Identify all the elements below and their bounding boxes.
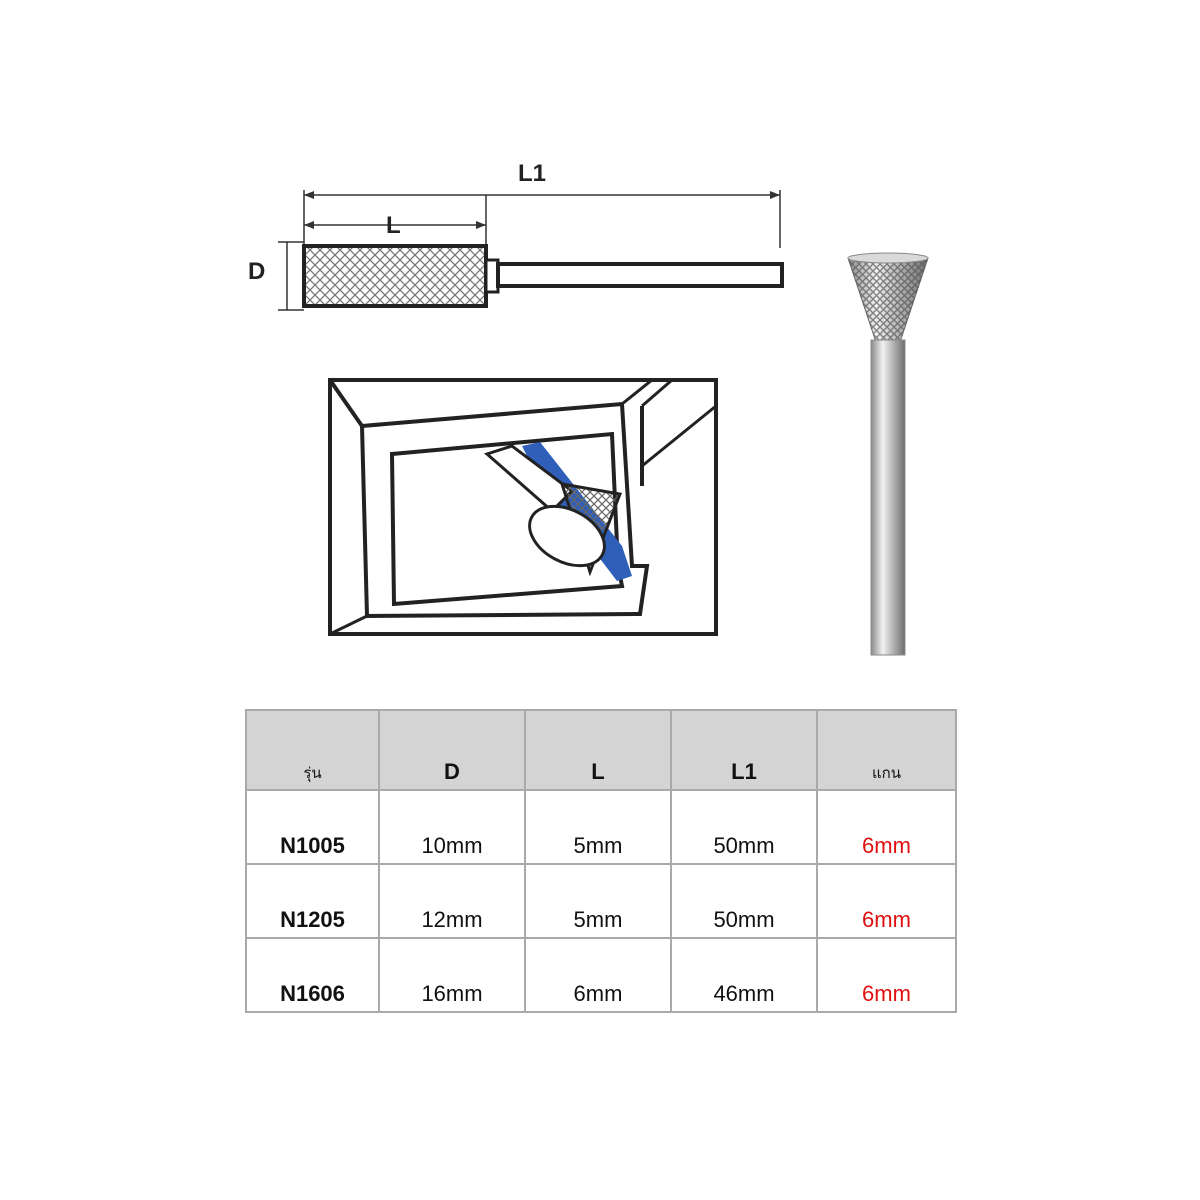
cell-l: 5mm: [524, 863, 672, 939]
spec-table: รุ่น D L L1 แกน N1005 10mm 5mm 50mm 6mm …: [245, 709, 957, 1013]
header-l: L: [524, 709, 672, 791]
header-shank: แกน: [816, 709, 957, 791]
cell-model: N1005: [245, 789, 380, 865]
shank-drawing: [496, 262, 784, 288]
table-header-row: รุ่น D L L1 แกน: [245, 709, 957, 791]
cell-l: 5mm: [524, 789, 672, 865]
header-model: รุ่น: [245, 709, 380, 791]
d-label: D: [248, 258, 266, 285]
dimension-drawing: [278, 190, 784, 311]
header-d: D: [378, 709, 526, 791]
cell-shank: 6mm: [816, 789, 957, 865]
header-l1: L1: [670, 709, 818, 791]
cell-shank: 6mm: [816, 937, 957, 1013]
table-row: N1606 16mm 6mm 46mm 6mm: [245, 937, 957, 1013]
cell-l1: 50mm: [670, 863, 818, 939]
cell-d: 10mm: [378, 789, 526, 865]
cell-model: N1205: [245, 863, 380, 939]
l1-label: L1: [518, 160, 547, 187]
l-label: L: [386, 212, 401, 239]
table-row: N1005 10mm 5mm 50mm 6mm: [245, 789, 957, 865]
cell-model: N1606: [245, 937, 380, 1013]
cell-d: 12mm: [378, 863, 526, 939]
cell-shank: 6mm: [816, 863, 957, 939]
table-row: N1205 12mm 5mm 50mm 6mm: [245, 863, 957, 939]
product-photo: [847, 252, 929, 656]
cell-l: 6mm: [524, 937, 672, 1013]
cell-l1: 50mm: [670, 789, 818, 865]
usage-illustration: [328, 378, 718, 636]
burr-head-drawing: [302, 244, 488, 308]
cell-l1: 46mm: [670, 937, 818, 1013]
cell-d: 16mm: [378, 937, 526, 1013]
